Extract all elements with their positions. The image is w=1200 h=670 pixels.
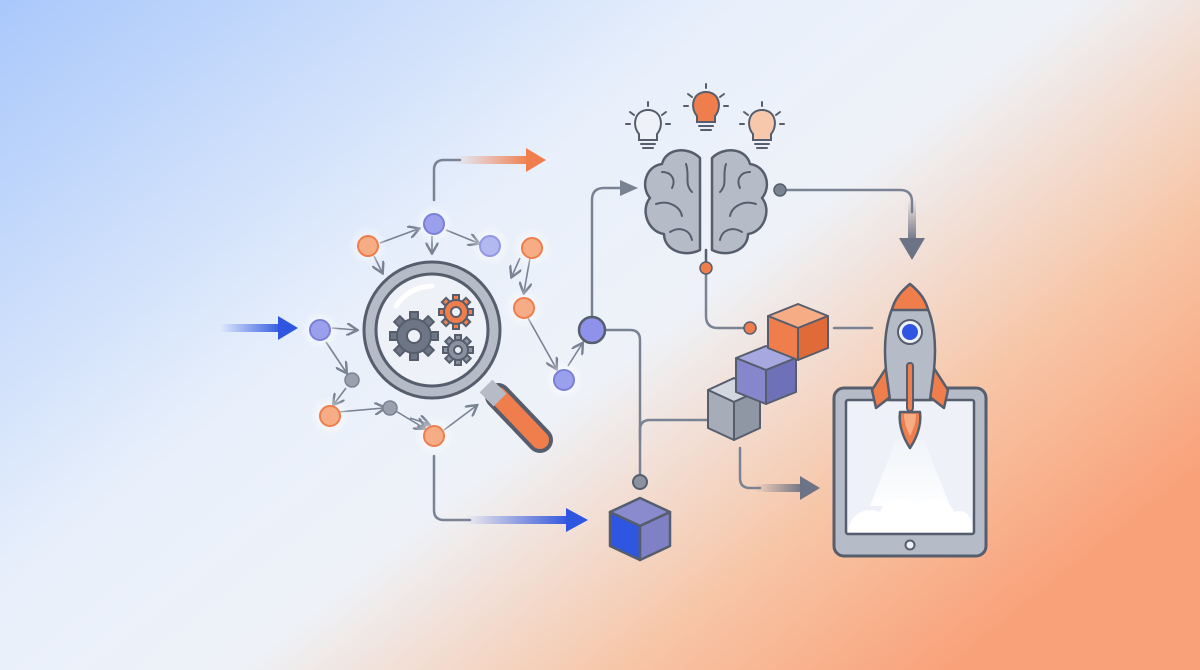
junction-node-icon [632,474,648,490]
network-node-icon [504,288,544,328]
cube-node-icon [743,321,757,335]
network-node-icon [300,310,340,350]
brain-node-icon [773,183,787,197]
output-arrow-orange-icon [456,148,546,172]
arrow-to-tablet-icon [756,476,820,500]
network-node-icon [470,226,510,266]
network-node-icon [544,360,584,400]
network-node-icon [414,416,454,456]
network-nodes [300,204,607,456]
gear-icon [442,334,474,366]
output-arrow-blue-icon [466,508,588,532]
network-node-icon [512,228,552,268]
brain-icon [643,149,769,268]
magnifying-glass-icon [362,260,553,453]
stacked-cubes-icon [707,303,829,441]
input-arrow-icon [220,316,298,340]
network-node-icon [414,204,454,244]
rocket-icon [870,282,950,450]
gear-icon [389,311,439,361]
network-node-icon [344,372,360,388]
arrow-to-brain-icon [620,180,638,196]
lightbulb-icon [625,101,671,149]
arrow-down-to-rocket-icon [899,200,925,260]
network-node-icon [310,396,350,436]
tablet-icon [832,386,988,558]
lightbulb-icon [683,83,729,131]
gear-icon [438,294,474,330]
network-node-icon [577,315,607,345]
network-node-icon [382,400,398,416]
brain-node-icon [699,261,713,275]
lightbulb-icon [739,101,785,149]
network-node-icon [348,226,388,266]
cube-icon [608,496,672,562]
